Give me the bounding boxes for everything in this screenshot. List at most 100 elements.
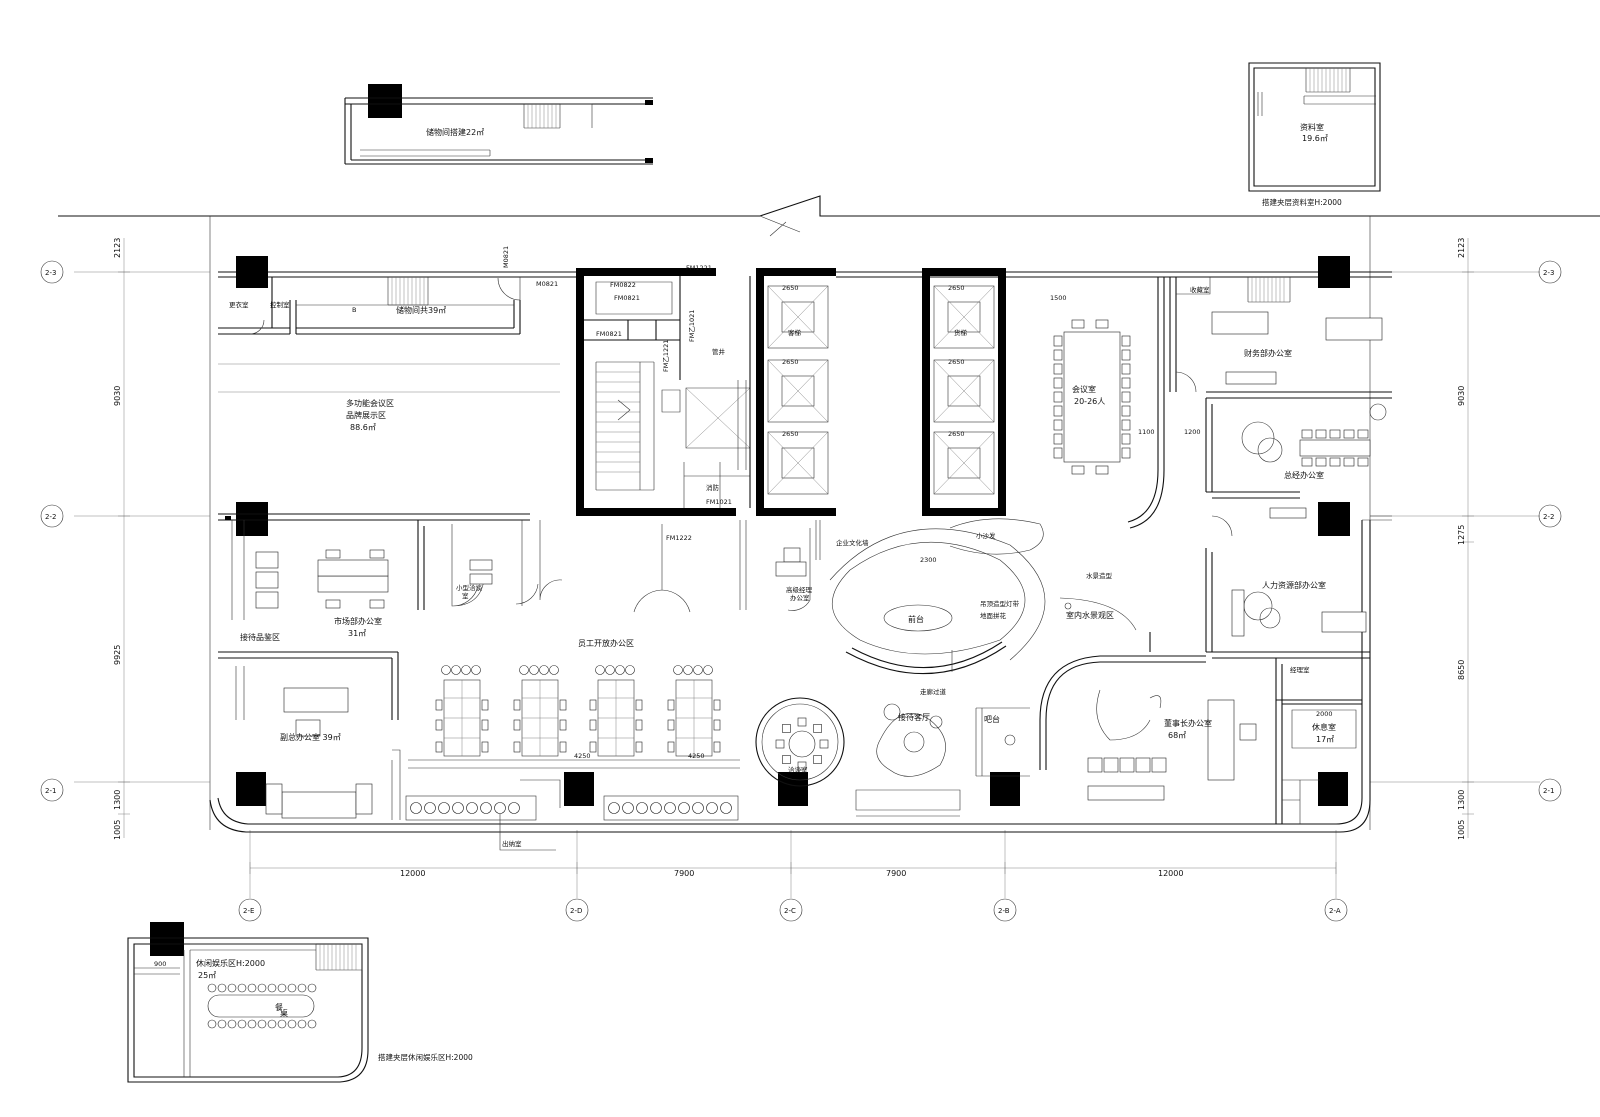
chair bbox=[227, 983, 237, 993]
plant-icon bbox=[720, 802, 732, 814]
ceo-sofa bbox=[1087, 757, 1167, 801]
storage-b-label: B bbox=[352, 306, 356, 314]
chair bbox=[1053, 433, 1063, 445]
chair bbox=[1119, 757, 1135, 773]
meeting-room-label: 会议室 bbox=[1072, 384, 1096, 394]
elevator-cross bbox=[767, 359, 829, 423]
plant-icon bbox=[519, 665, 529, 675]
dim-right-4: 8650 bbox=[1457, 660, 1466, 680]
dim-bottom-4: 12000 bbox=[1158, 869, 1183, 878]
wall-pier bbox=[225, 516, 231, 520]
chair bbox=[713, 719, 721, 731]
plant-icon bbox=[678, 802, 690, 814]
core-wall bbox=[756, 268, 836, 514]
outer-walls bbox=[209, 271, 1392, 833]
dim-right-2: 9030 bbox=[1457, 386, 1466, 406]
axis-row-2-left: 2-2 bbox=[45, 513, 56, 521]
axis-row-2-right: 2-2 bbox=[1543, 513, 1554, 521]
chair bbox=[1053, 349, 1063, 361]
rest-room-label: 休息室 bbox=[1312, 722, 1336, 732]
chair bbox=[1343, 457, 1355, 467]
plant-icon bbox=[625, 665, 635, 675]
chair bbox=[1315, 457, 1327, 467]
door-fm1221: FM1221 bbox=[686, 264, 712, 272]
chair bbox=[1121, 447, 1131, 459]
plant-icon bbox=[451, 665, 461, 675]
desk-divider bbox=[598, 680, 634, 756]
chair bbox=[819, 739, 829, 749]
left-wing: 更衣室 控制室 储物间共39㎡ B M0821 M0821 多功能会议区 品牌展… bbox=[218, 246, 563, 820]
chair bbox=[1053, 419, 1063, 431]
chair bbox=[1239, 723, 1257, 741]
dim-2300: 2300 bbox=[920, 556, 937, 564]
planter-box bbox=[405, 795, 537, 821]
meeting-table bbox=[1063, 331, 1121, 463]
chair bbox=[813, 755, 822, 764]
door-m0821: M0821 bbox=[502, 246, 510, 268]
corridor-label: 走廊过道 bbox=[920, 687, 947, 696]
elevator-car bbox=[947, 447, 981, 479]
chair bbox=[287, 1019, 297, 1029]
elevator-cross bbox=[933, 359, 995, 423]
desk-divider bbox=[676, 680, 712, 756]
chair bbox=[267, 983, 277, 993]
mezzanine-leisure: 900 餐 桌 休闲娱乐区H:2000 25㎡ 搭建夹层休闲娱乐区H:2000 bbox=[127, 922, 473, 1083]
chair bbox=[513, 741, 521, 753]
round-table bbox=[788, 730, 816, 758]
cabinet bbox=[1231, 589, 1245, 637]
dim-2650: 2650 bbox=[948, 430, 965, 438]
core-wall bbox=[922, 508, 1006, 516]
open-office-desks bbox=[405, 665, 739, 821]
leisure-chairs bbox=[207, 983, 317, 1029]
table-tag2: 桌 bbox=[280, 1008, 288, 1018]
chair bbox=[513, 699, 521, 711]
chair bbox=[237, 983, 247, 993]
axis-col-d: 2-D bbox=[570, 907, 582, 915]
reception-label: 接待客厅 bbox=[898, 712, 930, 722]
storage-mezz-label: 储物间搭建22㎡ bbox=[426, 127, 484, 137]
chair bbox=[207, 1019, 217, 1029]
chair bbox=[1053, 391, 1063, 403]
column bbox=[368, 84, 402, 118]
plant-icon bbox=[461, 665, 471, 675]
column bbox=[236, 502, 268, 536]
plant-icon bbox=[692, 802, 704, 814]
axis-grid: 2-3 2-3 2-2 2-2 2-1 2-1 2-E 2-D 2-C 2-B … bbox=[40, 238, 1562, 922]
chair bbox=[559, 719, 567, 731]
plant-icon bbox=[605, 665, 615, 675]
long-table bbox=[207, 994, 315, 1018]
dim-4250-b: 4250 bbox=[688, 752, 705, 760]
door-fm1222: FM1222 bbox=[666, 534, 692, 542]
plant-icon bbox=[529, 665, 539, 675]
small-sofa-label: 小沙发 bbox=[976, 531, 996, 540]
plant-icon bbox=[549, 665, 559, 675]
rest-area: 17㎡ bbox=[1316, 735, 1334, 744]
plant-icon bbox=[424, 802, 436, 814]
sofa-arm bbox=[355, 783, 373, 815]
chair bbox=[1357, 429, 1369, 439]
archive-area-label: 19.6㎡ bbox=[1302, 134, 1328, 143]
chair bbox=[1095, 319, 1109, 329]
plant-icon bbox=[706, 802, 718, 814]
elevator-car bbox=[947, 375, 981, 407]
core-wall bbox=[756, 508, 836, 516]
chair bbox=[307, 1019, 317, 1029]
planter-box bbox=[603, 795, 739, 821]
chair bbox=[513, 719, 521, 731]
dim-left-5: 1005 bbox=[113, 820, 122, 840]
open-office-label: 员工开放办公区 bbox=[578, 638, 634, 648]
plant-icon bbox=[650, 802, 662, 814]
senior-office-label-1: 高级经理 bbox=[786, 585, 813, 594]
chair bbox=[1053, 447, 1063, 459]
chair bbox=[297, 983, 307, 993]
chair bbox=[481, 741, 489, 753]
core-wall bbox=[576, 268, 716, 514]
elevator-label: 客梯 bbox=[788, 328, 802, 337]
chair bbox=[369, 549, 385, 559]
chair bbox=[1315, 429, 1327, 439]
chair bbox=[1053, 405, 1063, 417]
plant-icon bbox=[622, 802, 634, 814]
core-wall bbox=[576, 508, 736, 516]
